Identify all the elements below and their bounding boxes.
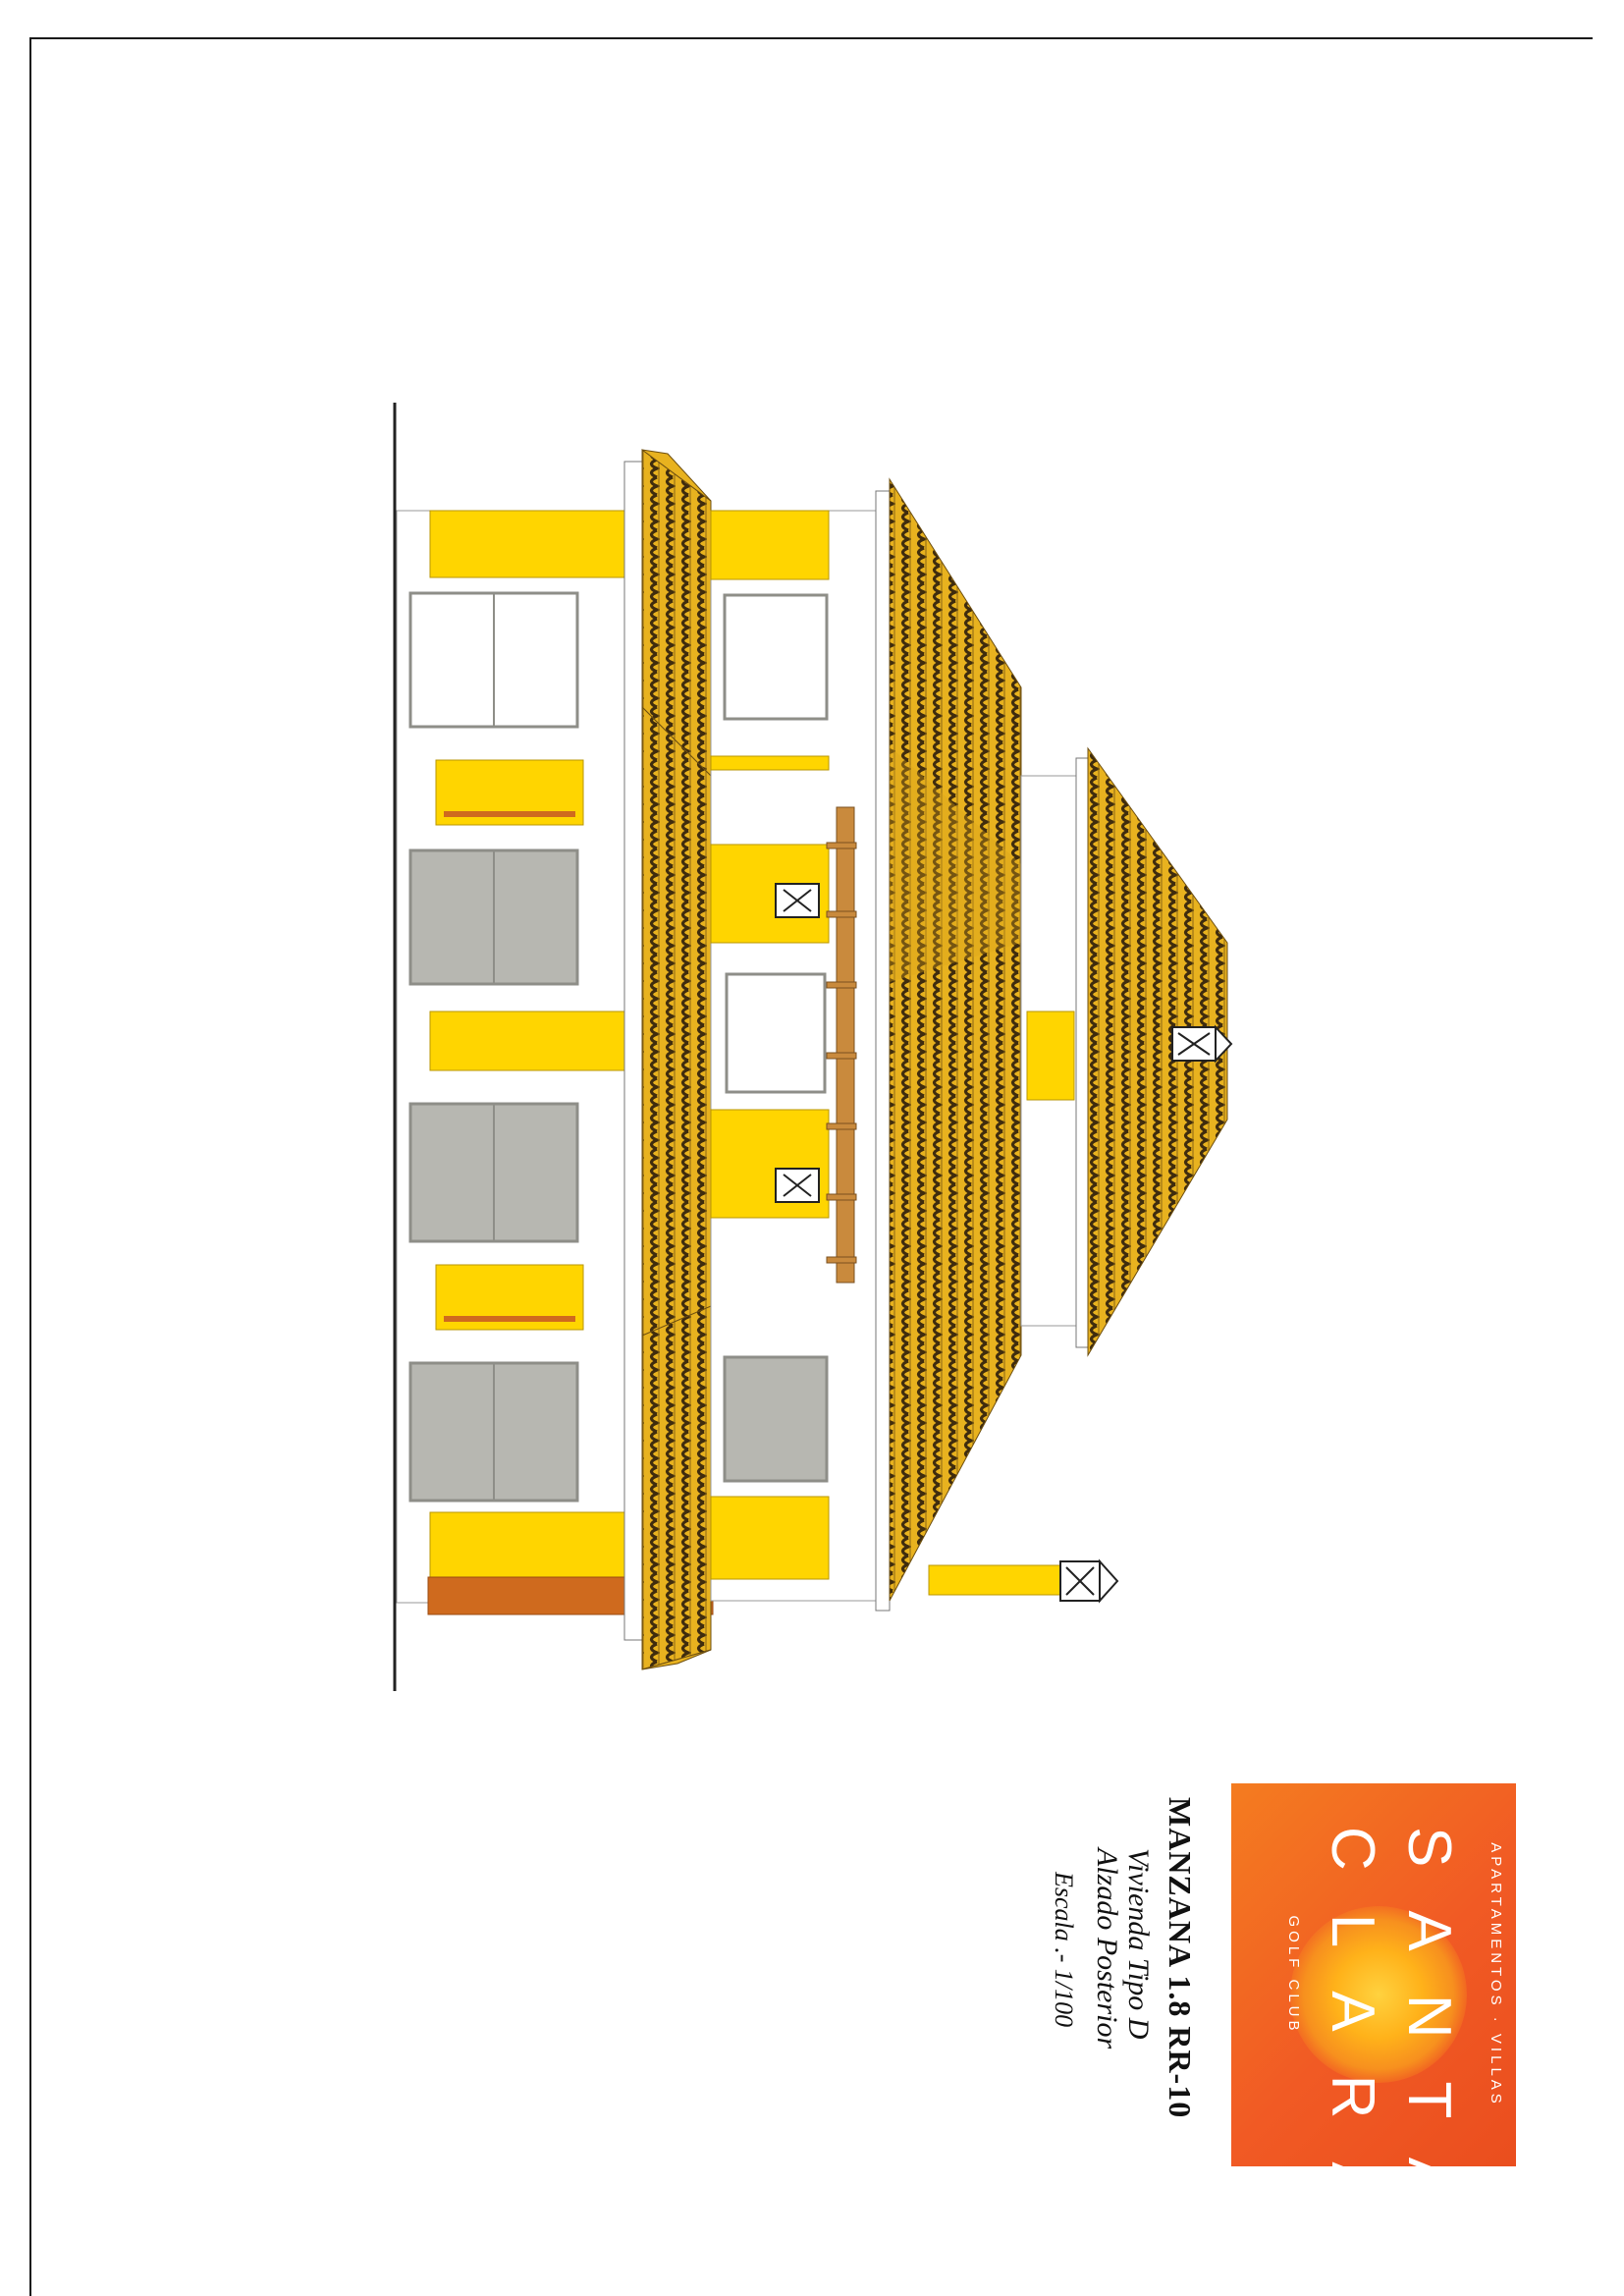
lower-roof-end-right xyxy=(641,1649,712,1670)
tower-yellow-column xyxy=(1026,1011,1075,1101)
wall-lantern-2 xyxy=(775,1168,820,1203)
title-block: MANZANA 1.8 RR-10 Vivienda Tipo D Alzado… xyxy=(1050,1797,1198,2210)
upper-roof-hip-shadow xyxy=(890,746,1021,982)
lower-roof-right xyxy=(641,1305,712,1670)
upper-floor-yellow-panels xyxy=(710,510,830,1580)
lower-eave-band xyxy=(623,461,643,1641)
upper-eave-band xyxy=(875,490,891,1612)
logo-name-line-1: SANTA xyxy=(1395,1827,1463,2242)
sheet-frame xyxy=(29,37,1593,2296)
tower-roof xyxy=(1087,746,1228,1357)
upper-floor-windows xyxy=(723,593,829,1483)
upper-roof-main xyxy=(889,477,1022,1602)
side-chimney-cap xyxy=(1059,1558,1119,1604)
pergola-beam xyxy=(836,806,855,1284)
lower-roof-center xyxy=(641,705,712,1366)
wall-lantern-1 xyxy=(775,883,820,918)
tower-chimney xyxy=(1171,1024,1233,1064)
house-type: Vivienda Tipo D xyxy=(1122,1848,1155,2040)
ground-floor-yellow-panels xyxy=(429,510,625,1578)
scale-label: Escala .- 1/100 xyxy=(1050,1872,1078,2028)
pergola-rafters xyxy=(826,842,857,1264)
block-name: MANZANA 1.8 RR-10 xyxy=(1163,1797,1198,2119)
elevation-type: Alzado Posterior xyxy=(1091,1848,1123,2050)
logo-subtitle: GOLF CLUB xyxy=(1285,1915,1302,2035)
logo-tagline: APARTAMENTOS · VILLAS xyxy=(1488,1842,1504,2107)
tower-eave-band xyxy=(1075,757,1089,1348)
side-chimney-stack xyxy=(928,1564,1061,1596)
logo-name-line-2: CLARA xyxy=(1319,1827,1386,2246)
santa-clara-logo: APARTAMENTOS · VILLAS SANTA CLARA GOLF C… xyxy=(1231,1783,1516,2246)
lower-roof-end-left xyxy=(641,449,712,502)
